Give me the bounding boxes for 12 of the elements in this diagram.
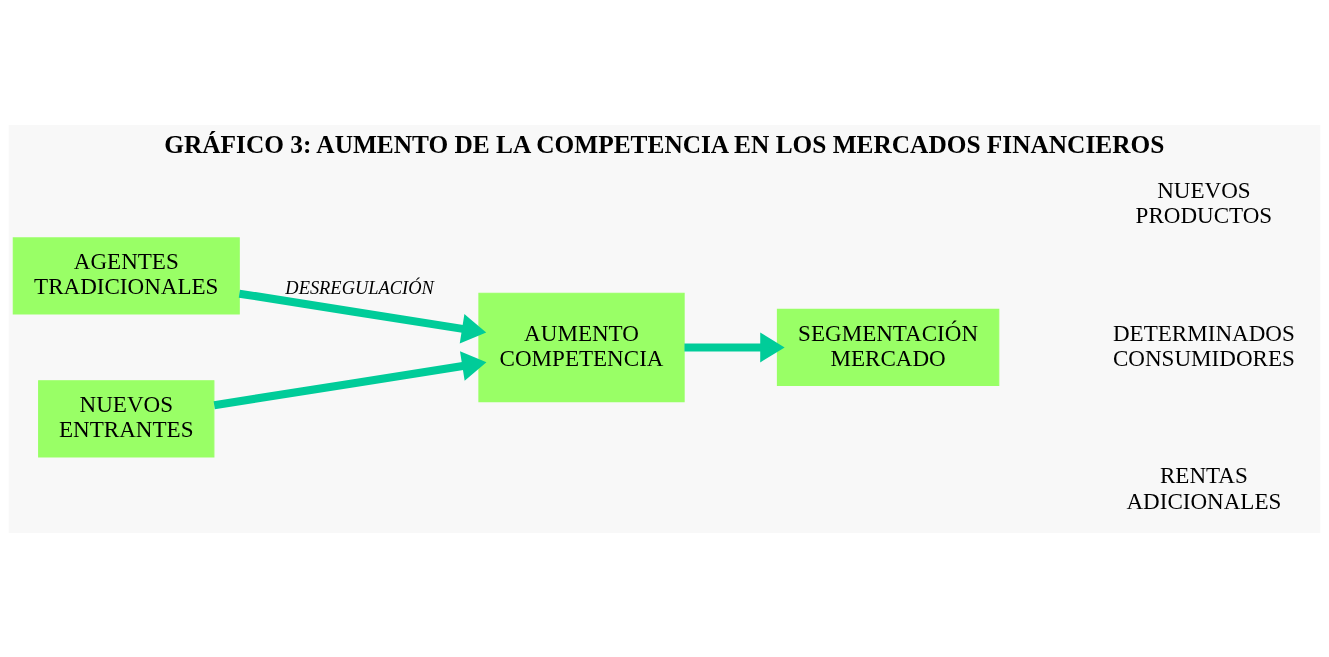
- node-box: AUMENTO COMPETENCIA: [478, 292, 685, 402]
- label: DETERMINADOS CONSUMIDORES: [1112, 319, 1295, 371]
- node-box: SEGMENTACIÓN MERCADO: [776, 308, 1000, 386]
- arrow: [684, 331, 785, 362]
- node-box: AGENTES TRADICIONALES: [12, 236, 240, 315]
- diagram-title: GRÁFICO 3: AUMENTO DE LA COMPETENCIA EN LOS MERCADOS FINANCIEROS: [164, 129, 1165, 158]
- node-box: NUEVOS ENTRANTES: [38, 379, 215, 457]
- label: RENTAS ADICIONALES: [1126, 461, 1282, 514]
- arrow: [213, 350, 487, 409]
- edge-label: DESREGULACIÓN: [285, 277, 434, 298]
- label: NUEVOS PRODUCTOS: [1135, 176, 1273, 228]
- arrow: [238, 289, 487, 344]
